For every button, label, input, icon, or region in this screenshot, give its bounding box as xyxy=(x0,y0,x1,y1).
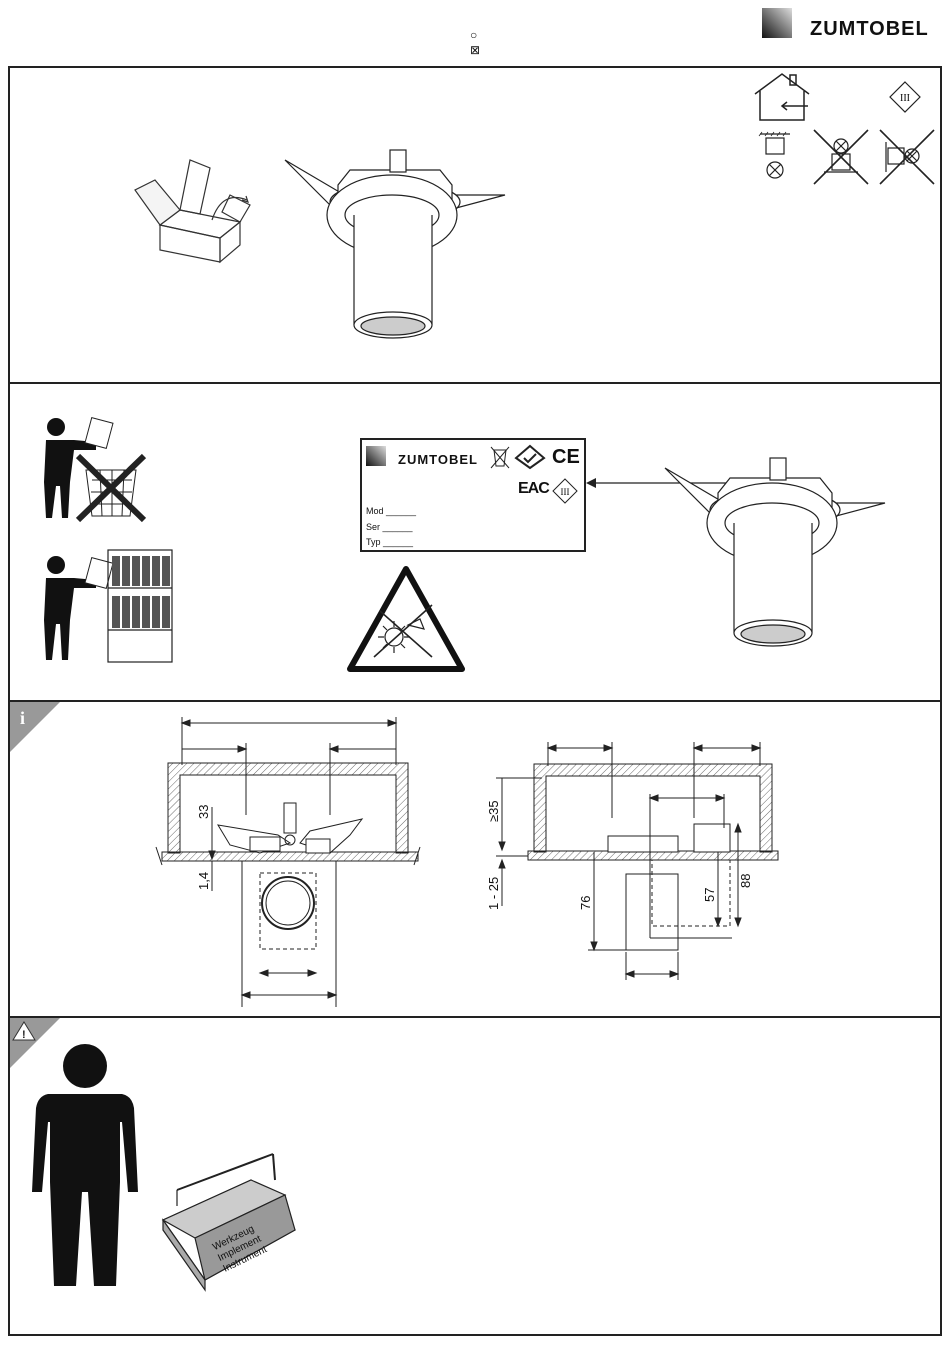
ce-mark: CE xyxy=(552,446,580,469)
protection-class-iii-icon: III xyxy=(888,80,922,114)
dimension-drawing-front: 33 1,4 xyxy=(150,715,420,1005)
recessed-spotlight-icon xyxy=(280,140,510,345)
ceiling-mount-icon xyxy=(758,132,792,182)
field-value: ______ xyxy=(383,522,413,532)
dim-1-4: 1,4 xyxy=(196,872,211,890)
warning-glyph: ! xyxy=(22,1029,26,1041)
field-typ: Typ ______ xyxy=(366,537,413,547)
label-brand: ZUMTOBEL xyxy=(398,452,478,467)
zumtobel-logo-icon xyxy=(366,446,388,468)
recessed-spotlight-icon xyxy=(660,456,890,661)
field-value: ______ xyxy=(386,506,416,516)
dimension-drawing-side: ≥35 1 - 25 76 57 88 xyxy=(482,738,792,988)
dont-look-into-light-icon xyxy=(346,565,466,673)
dim-ge35: ≥35 xyxy=(486,800,501,822)
dim-57: 57 xyxy=(702,888,717,902)
protection-class-label: III xyxy=(561,487,570,497)
field-mod: Mod ______ xyxy=(366,506,416,516)
toolbox-icon: Werkzeug Implement Instrument xyxy=(155,1150,305,1290)
protection-class-label: III xyxy=(900,93,910,104)
dim-76: 76 xyxy=(578,896,593,910)
dont-discard-icon xyxy=(74,450,150,526)
weee-icon xyxy=(490,446,510,470)
field-label: Ser xyxy=(366,522,380,532)
rating-label: ZUMTOBEL CE EAC III Mod ______ Ser _____… xyxy=(360,438,586,552)
panel-dimensions xyxy=(8,700,942,1018)
person-icon xyxy=(30,1042,140,1292)
dim-88: 88 xyxy=(738,874,753,888)
rcm-icon xyxy=(514,444,546,470)
info-glyph: i xyxy=(20,708,25,728)
panel-installer xyxy=(8,1016,942,1336)
brand-name: ZUMTOBEL xyxy=(810,18,929,41)
field-label: Typ xyxy=(366,537,381,547)
info-icon: i xyxy=(10,702,60,752)
symbol-crossed-box: ⊠ xyxy=(470,43,480,57)
not-wall-mount-icon xyxy=(878,128,936,186)
zumtobel-logo-icon xyxy=(762,8,796,38)
box-open-icon xyxy=(130,150,260,265)
symbol-circle: ○ xyxy=(470,28,477,42)
house-indoor-icon xyxy=(752,72,814,124)
field-value: ______ xyxy=(383,537,413,547)
dim-1-25: 1 - 25 xyxy=(486,877,501,910)
file-shelf-icon xyxy=(36,548,181,666)
dim-33: 33 xyxy=(196,805,211,819)
not-floor-mount-icon xyxy=(812,128,870,186)
eac-mark: EAC xyxy=(518,480,549,498)
field-label: Mod xyxy=(366,506,384,516)
protection-class-iii-icon: III xyxy=(552,478,578,504)
field-ser: Ser ______ xyxy=(366,522,413,532)
